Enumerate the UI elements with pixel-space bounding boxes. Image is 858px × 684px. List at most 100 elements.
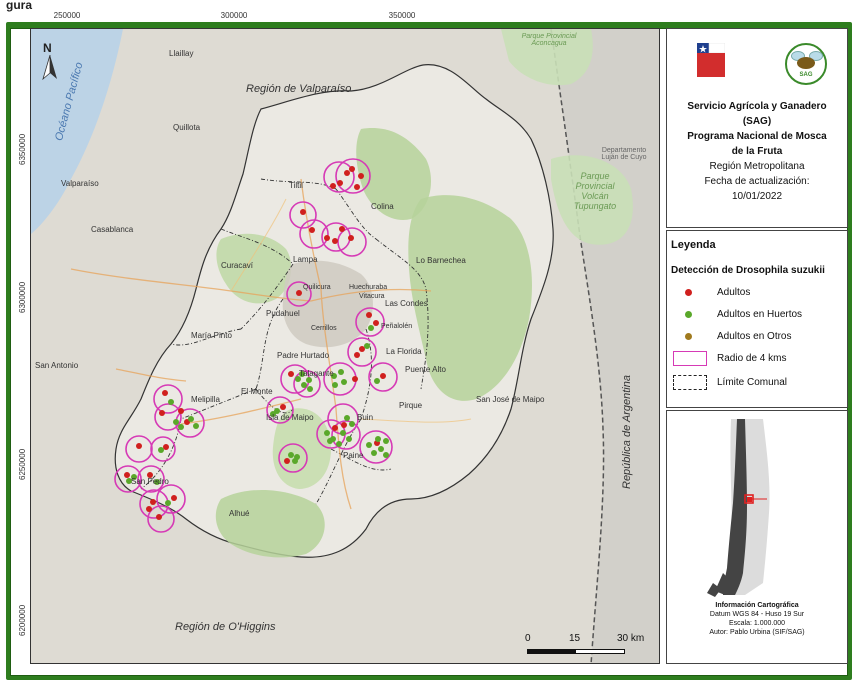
program-line2: de la Fruta [731,146,783,157]
program-line1: Programa Nacional de Mosca [687,131,827,142]
x-tick: 350000 [388,11,416,20]
park-aconcagua [501,29,593,86]
radius-circle [323,161,355,193]
legend-item-limite: Límite Comunal [671,373,846,393]
inset-map-chile [667,413,847,599]
label-comuna: Pirque [399,401,423,410]
radius-circle [335,158,371,194]
radius-circles [114,158,398,533]
y-tick: 6250000 [18,448,27,480]
label-comuna: María Pinto [191,331,232,340]
x-tick: 250000 [53,11,81,20]
green-dot-icon [685,311,692,318]
legend-subtitle: Detección de Drosophila suzukii [671,265,825,276]
north-arrow-icon [42,55,57,81]
legend-item-otros: Adultos en Otros [671,327,846,347]
radius-circle [337,227,367,257]
radius-box-icon [673,351,707,366]
label-comuna: La Florida [386,347,422,356]
label-comuna: Huechuraba [349,284,388,291]
brown-dot-icon [685,333,692,340]
label-comuna: Las Condes [385,299,428,308]
update-date: 10/01/2022 [731,191,783,202]
region-name: Región Metropolitana [709,161,805,172]
scalebar-label-0: 0 [525,633,531,644]
label-comuna: Peñalolén [381,323,413,330]
radius-circle [125,435,153,463]
label-comuna: Curacaví [221,261,254,270]
radius-circle [368,362,398,392]
north-arrow: N [41,41,59,81]
radius-circle [153,384,183,414]
label-comuna: Talagante [299,369,334,378]
y-tick: 6200000 [18,604,27,636]
label-comuna: Paine [343,451,364,460]
cartography-title: Información Cartográfica [715,602,799,609]
label-comuna: Vitacura [359,293,385,300]
legend-label: Adultos en Otros [717,331,792,342]
figure-caption: gura [0,0,858,14]
radius-circle [289,201,317,229]
label-argentina: República de Argentina [621,375,633,489]
label-comuna: Lo Barnechea [416,256,466,265]
radius-circle [355,307,385,337]
label-comuna: Valparaíso [61,179,99,188]
label-comuna: Llaillay [169,49,194,58]
y-tick: 6350000 [18,133,27,165]
radius-circle [137,465,165,493]
international-border [550,29,605,663]
scalebar-label-30: 30 km [617,633,645,644]
map-canvas[interactable]: N Océano Pacífico Región de Valparaíso R… [30,28,660,664]
cartography-datum: Datum WGS 84 - Huso 19 Sur [709,611,805,618]
scalebar: 0 15 30 km [525,633,655,659]
scalebar-bar [527,649,625,654]
header-text: Servicio Agrícola y Ganadero (SAG) Progr… [667,99,847,204]
label-comuna: Colina [371,202,394,211]
label-comuna: Tiltil [289,181,303,190]
roads [230,198,472,423]
header-panel: SAG Servicio Agrícola y Ganadero (SAG) P… [666,28,848,228]
label-comuna: Pudahuel [266,309,300,318]
sag-logo: SAG [785,43,827,85]
legend-label: Adultos en Huertos [717,309,803,320]
label-comuna: Isla de Maipo [266,413,314,422]
radius-circle [147,505,175,533]
green-area [272,408,331,489]
green-area [356,128,431,220]
cartography-author: Autor: Pablo Urbina (SIF/SAG) [709,629,805,636]
label-comuna: Quillota [173,123,201,132]
legend-item-radio: Radio de 4 kms [671,349,846,369]
map-svg [31,29,659,663]
radius-circle [293,370,321,398]
sag-logo-text: SAG [799,72,813,78]
label-comuna: Padre Hurtado [277,351,330,360]
radius-circle [359,430,393,464]
radius-circle [156,484,186,514]
org-line2: (SAG) [742,116,772,127]
legend-label: Radio de 4 kms [717,353,787,364]
green-area [215,489,325,558]
cartography-scale: Escala: 1.000.000 [728,620,786,627]
label-comuna: San Pedro [131,477,169,486]
boundary-box-icon [673,375,707,390]
x-tick: 300000 [220,11,248,20]
scalebar-label-15: 15 [569,633,581,644]
label-valparaiso: Región de Valparaíso [246,83,352,95]
label-comuna: Alhué [229,509,250,518]
label-comuna: El Monte [241,387,273,396]
green-area [216,233,292,304]
radius-circle [347,337,377,367]
label-comuna: San José de Maipo [476,395,545,404]
label-ohiggins: Región de O'Higgins [175,621,276,633]
legend-label: Límite Comunal [717,377,788,388]
label-comuna: Quilicura [303,284,331,291]
red-dot-icon [685,289,692,296]
legend-label: Adultos [717,287,751,298]
label-comuna: Melipilla [191,395,220,404]
label-comuna: Casablanca [91,225,134,234]
label-tupungato: Parque Provincial Volcán Tupungato [573,171,617,211]
radius-circle [266,396,294,424]
green-area [408,195,532,401]
ocean-area [31,29,123,234]
adultos-huertos-points [126,325,389,506]
